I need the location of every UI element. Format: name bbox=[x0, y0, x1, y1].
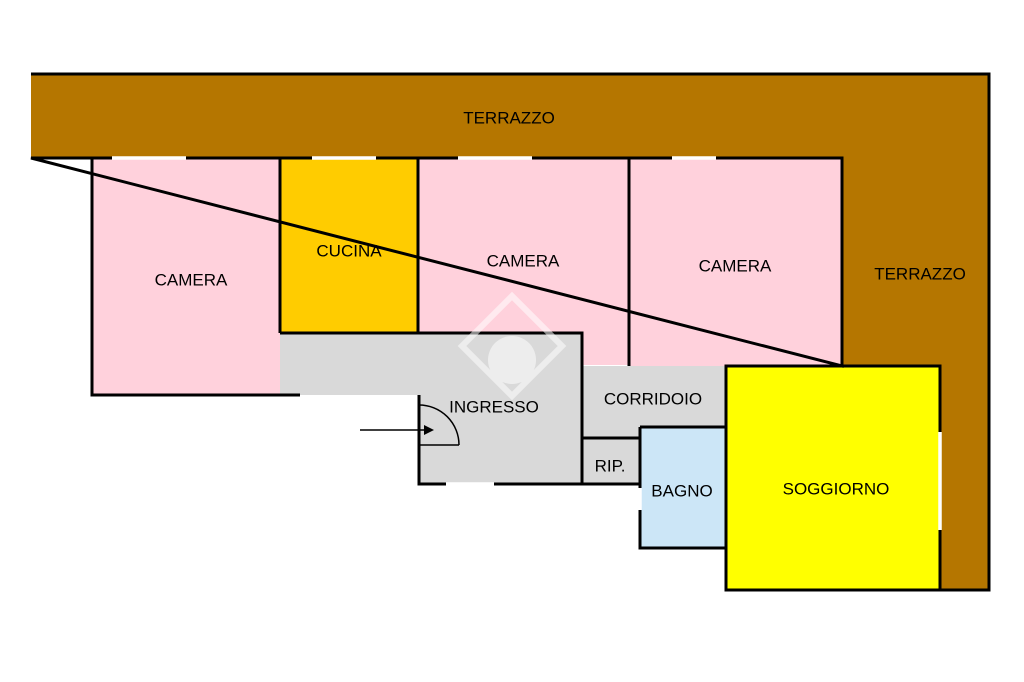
room-bagno bbox=[640, 427, 726, 548]
door-swing-icon bbox=[418, 404, 460, 446]
label-camera-left: CAMERA bbox=[155, 270, 228, 289]
room-camera-center bbox=[418, 158, 629, 365]
label-camera-right: CAMERA bbox=[699, 256, 772, 275]
soggiorno-walls bbox=[724, 364, 942, 592]
house-watermark-icon bbox=[457, 291, 567, 401]
label-camera-center: CAMERA bbox=[487, 251, 560, 270]
room-terrazzo bbox=[31, 74, 989, 590]
walls bbox=[30, 72, 991, 592]
room-ingresso-corridoio bbox=[280, 333, 726, 484]
openings bbox=[112, 156, 942, 530]
room-camera-right bbox=[629, 158, 842, 366]
label-ripostiglio: RIP. bbox=[595, 456, 626, 475]
label-soggiorno: SOGGIORNO bbox=[783, 479, 890, 498]
terrace-outline bbox=[30, 72, 991, 592]
label-bagno: BAGNO bbox=[651, 481, 712, 500]
label-terrazzo-top: TERRAZZO bbox=[463, 108, 555, 127]
label-ingresso: INGRESSO bbox=[449, 397, 539, 416]
label-corridoio: CORRIDOIO bbox=[604, 389, 702, 408]
room-cucina bbox=[280, 158, 418, 333]
entrance-arrow-icon bbox=[360, 425, 434, 435]
bagno-walls bbox=[638, 427, 726, 550]
room-soggiorno bbox=[726, 366, 940, 590]
camera-left-walls bbox=[90, 158, 300, 397]
label-terrazzo-right: TERRAZZO bbox=[874, 264, 966, 283]
label-cucina: CUCINA bbox=[316, 241, 382, 260]
corridoio-walls bbox=[580, 366, 726, 484]
